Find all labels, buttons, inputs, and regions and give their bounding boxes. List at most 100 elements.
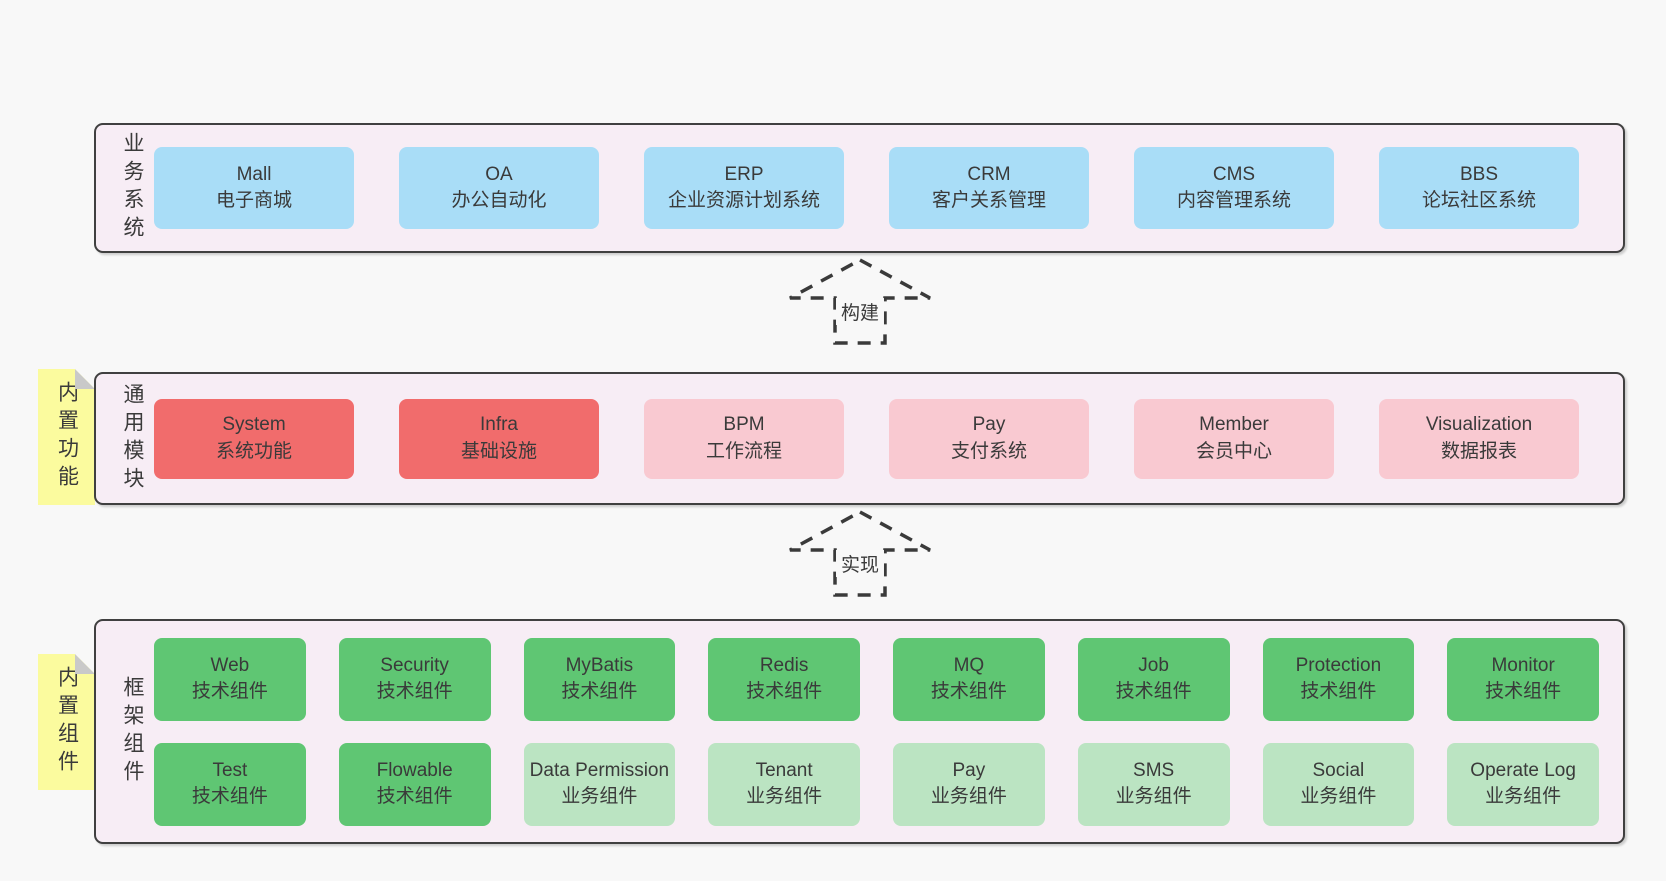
box-redis: Redis 技术组件 (708, 637, 860, 721)
box-bpm: BPM 工作流程 (644, 398, 844, 479)
box-subtitle: 业务组件 (1115, 786, 1192, 807)
note-built-in-features: 内置功能 (38, 369, 95, 505)
box-data-permission: Data Permission 业务组件 (523, 742, 676, 826)
box-security: Security 技术组件 (338, 637, 491, 721)
box-mall: Mall 电子商城 (154, 147, 354, 229)
folded-corner-icon (75, 369, 95, 389)
folded-corner-icon (75, 654, 95, 674)
box-title: Flowable (376, 759, 453, 781)
box-crm: CRM 客户关系管理 (889, 147, 1089, 229)
box-title: Mall (236, 163, 272, 185)
box-subtitle: 技术组件 (376, 786, 453, 807)
box-title: Infra (479, 414, 519, 436)
section-label-business-systems: 业务系统 (121, 132, 144, 244)
box-subtitle: 技术组件 (746, 681, 823, 702)
box-title: Monitor (1491, 654, 1555, 676)
box-subtitle: 技术组件 (930, 681, 1007, 702)
box-web: Web 技术组件 (154, 637, 306, 721)
box-subtitle: 业务组件 (1300, 786, 1377, 807)
box-sms: SMS 业务组件 (1077, 742, 1230, 826)
box-subtitle: 技术组件 (376, 681, 453, 702)
note-text: 内置功能 (55, 381, 79, 493)
business-systems-row: Mall 电子商城 OA 办公自动化 ERP 企业资源计划系统 CRM 客户关系… (154, 147, 1579, 229)
section-business-systems: 业务系统 Mall 电子商城 OA 办公自动化 ERP 企业资源计划系统 CRM… (94, 123, 1625, 253)
box-title: Web (210, 654, 250, 676)
box-title: Test (212, 759, 248, 781)
box-mybatis: MyBatis 技术组件 (523, 637, 676, 721)
box-title: Social (1312, 759, 1365, 781)
box-subtitle: 系统功能 (215, 440, 292, 462)
arrow-implement-label: 实现 (835, 550, 885, 577)
box-pay-component: Pay 业务组件 (893, 742, 1045, 826)
box-subtitle: 电子商城 (215, 190, 292, 211)
box-subtitle: 内容管理系统 (1176, 190, 1291, 211)
framework-components-grid: Web 技术组件 Security 技术组件 MyBatis 技术组件 Redi… (154, 637, 1599, 826)
box-tenant: Tenant 业务组件 (708, 742, 860, 826)
note-text: 内置组件 (55, 666, 79, 778)
box-title: Protection (1295, 654, 1382, 676)
arrow-build: 构建 (785, 256, 935, 346)
box-subtitle: 技术组件 (1115, 681, 1192, 702)
box-subtitle: 业务组件 (1485, 786, 1562, 807)
box-subtitle: 业务组件 (930, 786, 1007, 807)
box-title: OA (485, 163, 513, 185)
box-title: BBS (1459, 163, 1499, 185)
box-monitor: Monitor 技术组件 (1447, 637, 1599, 721)
box-subtitle: 业务组件 (561, 786, 638, 807)
box-subtitle: 技术组件 (561, 681, 638, 702)
section-label-framework-components: 框架组件 (121, 675, 144, 788)
box-test: Test 技术组件 (154, 742, 306, 826)
box-subtitle: 技术组件 (1485, 681, 1562, 702)
box-oa: OA 办公自动化 (399, 147, 599, 229)
box-subtitle: 客户关系管理 (931, 190, 1046, 211)
box-cms: CMS 内容管理系统 (1134, 147, 1334, 229)
dashed-up-arrow-icon (789, 258, 931, 345)
box-title: Pay (972, 414, 1006, 436)
box-erp: ERP 企业资源计划系统 (644, 147, 844, 229)
box-title: Data Permission (529, 759, 670, 781)
box-infra: Infra 基础设施 (399, 398, 599, 479)
box-operate-log: Operate Log 业务组件 (1447, 742, 1599, 826)
arrow-build-label: 构建 (835, 298, 885, 325)
section-framework-components: 框架组件 Web 技术组件 Security 技术组件 MyBatis 技术组件… (94, 619, 1625, 844)
box-subtitle: 办公自动化 (451, 190, 547, 211)
box-title: System (222, 414, 286, 436)
box-subtitle: 数据报表 (1440, 440, 1517, 462)
box-social: Social 业务组件 (1262, 742, 1415, 826)
box-title: Operate Log (1470, 759, 1576, 781)
box-title: MyBatis (565, 654, 634, 676)
box-job: Job 技术组件 (1077, 637, 1230, 721)
box-title: Pay (952, 759, 986, 781)
section-common-modules: 通用模块 System 系统功能 Infra 基础设施 BPM 工作流程 Pay… (94, 372, 1625, 505)
box-title: Job (1138, 654, 1169, 676)
box-title: Redis (759, 654, 809, 676)
box-visualization: Visualization 数据报表 (1379, 398, 1579, 479)
dashed-up-arrow-icon (789, 510, 931, 597)
common-modules-row: System 系统功能 Infra 基础设施 BPM 工作流程 Pay 支付系统… (154, 398, 1579, 479)
box-title: Member (1199, 414, 1269, 436)
box-system: System 系统功能 (154, 398, 354, 479)
box-subtitle: 业务组件 (746, 786, 823, 807)
box-title: BPM (723, 414, 765, 436)
box-protection: Protection 技术组件 (1262, 637, 1415, 721)
section-label-common-modules: 通用模块 (121, 382, 144, 495)
box-member: Member 会员中心 (1134, 398, 1334, 479)
box-title: CRM (967, 163, 1011, 185)
box-subtitle: 基础设施 (460, 440, 537, 462)
note-built-in-components: 内置组件 (38, 654, 95, 790)
box-subtitle: 会员中心 (1195, 440, 1272, 462)
box-flowable: Flowable 技术组件 (338, 742, 491, 826)
box-title: SMS (1133, 759, 1175, 781)
box-title: Tenant (755, 759, 813, 781)
box-title: Visualization (1425, 414, 1533, 436)
box-subtitle: 技术组件 (191, 786, 268, 807)
box-mq: MQ 技术组件 (893, 637, 1045, 721)
box-title: ERP (724, 163, 764, 185)
box-subtitle: 技术组件 (191, 681, 268, 702)
box-subtitle: 支付系统 (950, 440, 1027, 462)
box-title: CMS (1212, 163, 1256, 185)
box-bbs: BBS 论坛社区系统 (1379, 147, 1579, 229)
box-subtitle: 技术组件 (1300, 681, 1377, 702)
arrow-implement: 实现 (785, 508, 935, 598)
